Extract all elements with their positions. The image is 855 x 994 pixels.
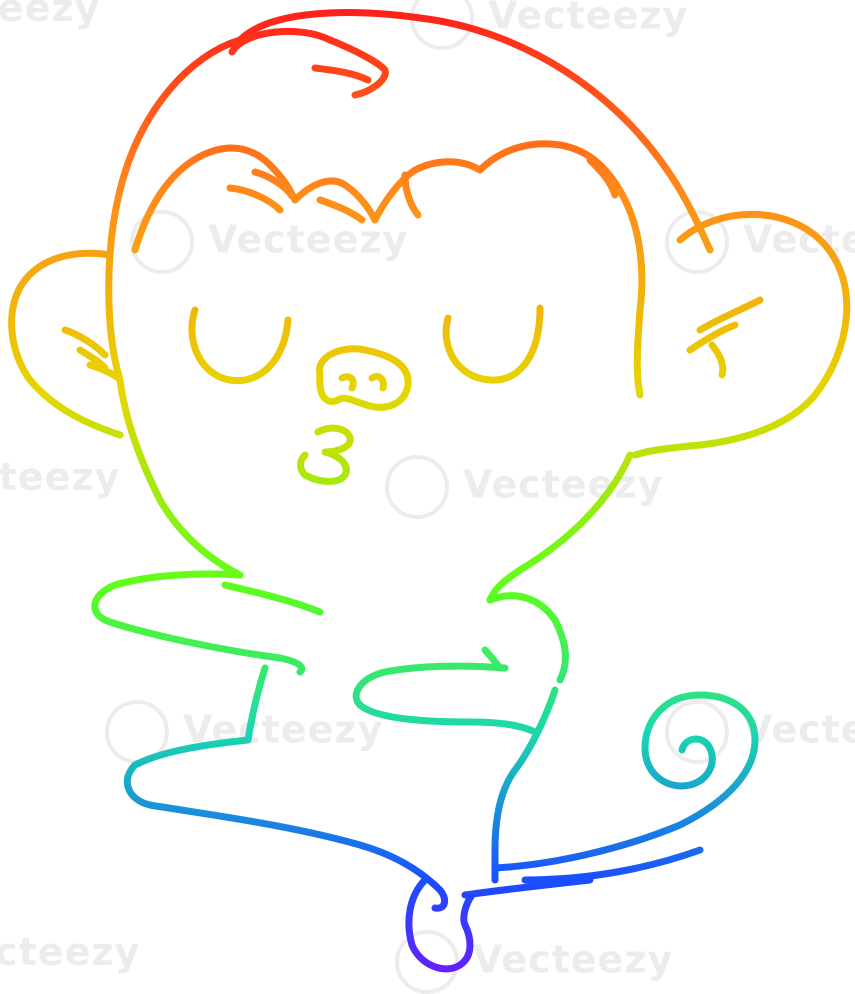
lower-leg [461, 876, 594, 899]
left-arm [91, 570, 306, 676]
body-left [123, 664, 449, 912]
hair-detail [226, 156, 619, 224]
right-ear [631, 210, 851, 459]
tail-inner [521, 846, 704, 884]
right-arm [352, 592, 569, 736]
left-ear-inner [61, 326, 122, 382]
foot [405, 876, 476, 973]
left-eye [188, 306, 292, 385]
mouth [297, 424, 354, 485]
left-ear [8, 249, 124, 439]
nostrils [338, 373, 387, 392]
hair-tuft [228, 27, 389, 99]
right-eye [442, 304, 544, 384]
tail [491, 691, 759, 872]
right-ear-inner [686, 296, 764, 379]
left-arm-top [221, 581, 324, 616]
head-outline [105, 9, 714, 579]
body-right [491, 686, 559, 884]
nose [316, 345, 412, 411]
jaw-right [486, 451, 634, 604]
